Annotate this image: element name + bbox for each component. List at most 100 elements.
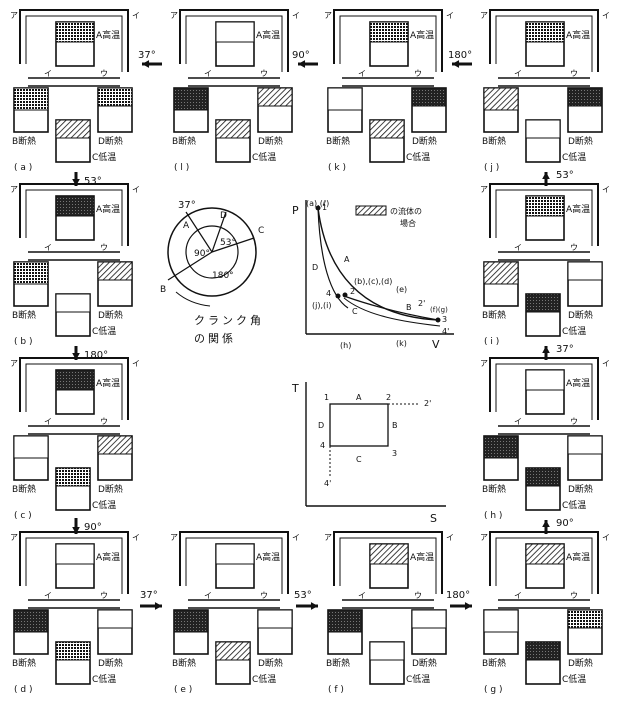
pipe-label-right: イ bbox=[602, 533, 610, 542]
arrow-i-j: 53° bbox=[542, 170, 574, 186]
arrow-e-f: 53° bbox=[294, 590, 318, 610]
outer-pipe bbox=[19, 357, 129, 420]
pv-point-2 bbox=[342, 292, 348, 298]
crank-caption-2: の関係 bbox=[194, 332, 236, 345]
arrow-head bbox=[542, 520, 550, 528]
ts-label-2p: 2' bbox=[424, 399, 431, 408]
piston-d-fluid bbox=[567, 87, 603, 107]
crank-angle-53: 53° bbox=[220, 238, 236, 248]
pipe-label-left: ア bbox=[480, 185, 488, 194]
tube-label-right: ウ bbox=[260, 69, 268, 78]
cross-pipe bbox=[28, 77, 120, 87]
crank-caption-1: クランク角 bbox=[194, 314, 264, 327]
pipe-label-left: ア bbox=[480, 533, 488, 542]
ts-diagram: T S 1 A 2 2' D B 4 C 3 4' bbox=[291, 382, 446, 525]
label-b: B断熱 bbox=[326, 135, 350, 147]
outer-pipe bbox=[19, 9, 129, 72]
panel-caption: ( g ) bbox=[484, 685, 502, 695]
pv-label-4p: 4' bbox=[442, 327, 449, 336]
tube-label-right: ウ bbox=[570, 69, 578, 78]
outer-pipe-inner bbox=[25, 15, 123, 72]
outer-pipe bbox=[179, 9, 289, 72]
label-a: A高温 bbox=[566, 203, 590, 215]
pipe-label-right: イ bbox=[602, 185, 610, 194]
label-c: C低温 bbox=[92, 673, 116, 685]
arrow-label: 180° bbox=[446, 590, 470, 601]
arrow-head bbox=[72, 526, 80, 534]
outer-pipe-inner bbox=[495, 363, 593, 420]
pv-curve-upper bbox=[317, 207, 439, 321]
pv-legend: の流体の bbox=[390, 206, 422, 216]
piston-a-fluid bbox=[525, 195, 565, 217]
arrow-label: 180° bbox=[448, 50, 472, 61]
pipe-label-right: イ bbox=[132, 11, 140, 20]
label-a: A高温 bbox=[96, 29, 120, 41]
crank-letter-c: C bbox=[258, 226, 264, 236]
arrow-head bbox=[464, 602, 472, 610]
tube-label-left: イ bbox=[514, 417, 522, 426]
arrow-label: 53° bbox=[84, 176, 102, 187]
piston-c-fluid bbox=[525, 119, 561, 139]
tube-label-left: イ bbox=[44, 591, 52, 600]
pipe-label-right: イ bbox=[446, 533, 454, 542]
piston-c-fluid bbox=[215, 641, 251, 661]
pv-label-4: 4 bbox=[326, 289, 331, 298]
arrow-f-g: 180° bbox=[446, 590, 472, 610]
pv-label-c: C bbox=[352, 307, 358, 316]
rotation-arrow bbox=[175, 291, 211, 307]
piston-c-fluid bbox=[55, 641, 91, 661]
piston-d-fluid bbox=[97, 87, 133, 107]
piston-d-fluid bbox=[567, 435, 603, 455]
ts-cycle bbox=[329, 403, 389, 447]
arrow-l-a: 37° bbox=[138, 50, 162, 68]
pipe-label-right: イ bbox=[132, 533, 140, 542]
outer-pipe bbox=[489, 183, 599, 246]
pv-diagram: P V の流体の 場合 (a),(ℓ) 1 D A (b),(c),(d) 2 … bbox=[292, 199, 454, 351]
label-b: B断熱 bbox=[482, 135, 506, 147]
piston-d-fluid bbox=[97, 609, 133, 629]
tube-label-right: ウ bbox=[260, 591, 268, 600]
pipe-label-right: イ bbox=[446, 11, 454, 20]
panel-caption: ( a ) bbox=[14, 163, 32, 173]
pv-label-3: 3 bbox=[442, 315, 447, 324]
ts-xlabel: S bbox=[430, 512, 437, 525]
label-c: C低温 bbox=[92, 325, 116, 337]
outer-pipe bbox=[489, 9, 599, 72]
panel-caption: ( b ) bbox=[14, 337, 32, 347]
piston-c-fluid bbox=[215, 119, 251, 139]
arrow-a-b: 53° bbox=[72, 172, 102, 187]
ts-label-c: C bbox=[356, 455, 362, 464]
arrow-head bbox=[452, 60, 460, 68]
tube-label-right: ウ bbox=[100, 417, 108, 426]
pv-label-bcd: (b),(c),(d) bbox=[354, 277, 392, 286]
tube-label-right: ウ bbox=[414, 591, 422, 600]
tube-label-left: イ bbox=[44, 243, 52, 252]
outer-pipe bbox=[19, 531, 129, 594]
outer-pipe-inner bbox=[185, 15, 283, 72]
pv-label-2p: 2' bbox=[418, 299, 425, 308]
crank-line-b bbox=[167, 251, 213, 281]
arrow-g-h: 90° bbox=[542, 518, 574, 534]
label-a: A高温 bbox=[566, 377, 590, 389]
pv-label-k: (k) bbox=[396, 339, 407, 348]
label-b: B断熱 bbox=[12, 483, 36, 495]
piston-d-fluid bbox=[567, 609, 603, 629]
pipe-label-left: ア bbox=[324, 533, 332, 542]
piston-b-fluid bbox=[327, 87, 363, 111]
piston-d-fluid bbox=[97, 261, 133, 281]
pv-label-e: (e) bbox=[396, 285, 407, 294]
piston-d-fluid bbox=[257, 609, 293, 629]
tube-label-right: ウ bbox=[100, 243, 108, 252]
pv-ylabel: P bbox=[292, 204, 299, 217]
label-d: D断熱 bbox=[568, 483, 593, 495]
label-a: A高温 bbox=[410, 29, 434, 41]
piston-d-fluid bbox=[411, 87, 447, 107]
label-a: A高温 bbox=[96, 203, 120, 215]
